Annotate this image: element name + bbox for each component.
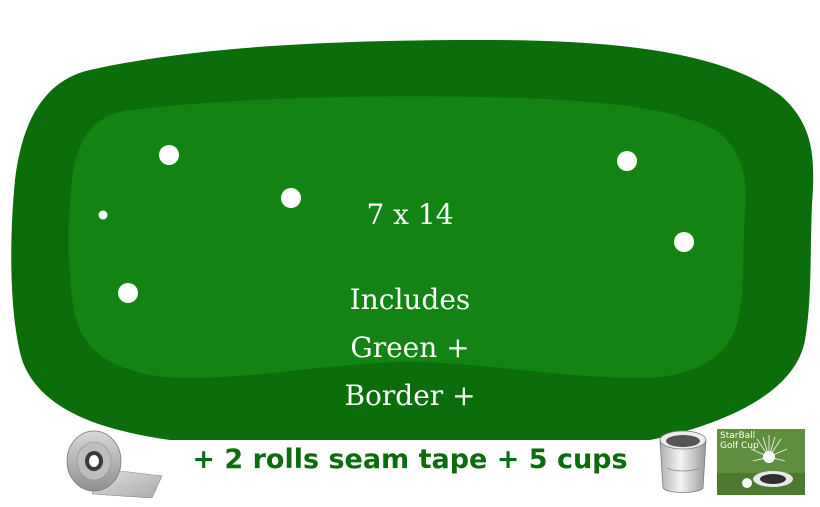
green-size-label: 7 x 14 — [366, 198, 454, 231]
golf-cup-hole — [674, 232, 694, 252]
starball-golf-cup-photo: StarBall Golf Cup — [717, 429, 805, 495]
seam-tape-roll-icon — [66, 430, 163, 498]
starball-product-label: StarBall Golf Cup — [720, 431, 759, 451]
golf-cup-hole — [159, 145, 179, 165]
golf-cup-hole — [281, 188, 301, 208]
golf-cup-hole — [118, 283, 138, 303]
golf-cup-hole — [617, 151, 637, 171]
includes-line-2: Green + — [350, 331, 470, 364]
includes-line-3: Border + — [344, 379, 476, 412]
includes-line-1: Includes — [349, 283, 471, 316]
golf-cup-hole — [98, 210, 108, 220]
bottom-includes-text: + 2 rolls seam tape + 5 cups — [192, 444, 628, 475]
golf-cup-icon — [659, 430, 707, 493]
starball-photo-art — [717, 429, 805, 495]
green-surface — [68, 96, 746, 378]
